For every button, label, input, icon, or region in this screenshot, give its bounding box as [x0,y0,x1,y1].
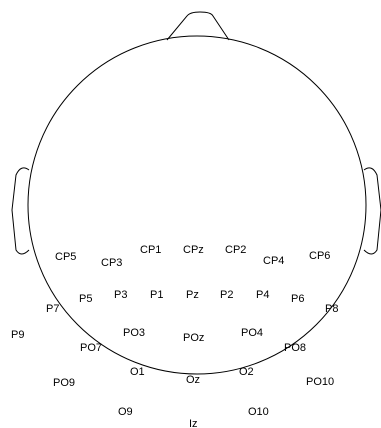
electrode-label: P8 [325,303,338,315]
electrode-label: P6 [291,293,304,305]
electrode-label: P9 [11,329,24,341]
electrode-label: CP4 [263,255,284,267]
right-ear [363,167,381,255]
electrode-labels: CP5 CP3 CP1 CPz CP2 CP4 CP6 P7 P5 P3 P1 … [11,244,338,428]
head-outline [11,11,381,375]
electrode-label: Pz [186,289,199,301]
left-ear [11,167,30,255]
electrode-label: POz [183,332,204,344]
electrode-label: P4 [256,289,269,301]
electrode-label: CP5 [55,251,76,263]
electrode-label: CP2 [225,244,246,256]
electrode-label: PO10 [306,376,334,388]
electrode-label: Iz [189,418,198,428]
electrode-label: PO7 [80,342,102,354]
electrode-label: PO8 [284,342,306,354]
electrode-label: CPz [183,244,204,256]
electrode-label: Oz [186,374,200,386]
electrode-label: P5 [79,293,92,305]
electrode-label: PO4 [241,327,263,339]
electrode-label: P7 [46,303,59,315]
electrode-label: CP3 [101,257,122,269]
electrode-label: O2 [239,366,254,378]
electrode-label: CP1 [140,244,161,256]
electrode-label: P2 [220,289,233,301]
scalp-circle [27,35,367,375]
electrode-label: PO3 [123,327,145,339]
nose [166,11,230,41]
electrode-label: O1 [130,366,145,378]
electrode-label: P1 [150,289,163,301]
electrode-label: O10 [248,406,269,418]
electrode-label: CP6 [309,250,330,262]
electrode-label: PO9 [53,377,75,389]
electrode-label: P3 [114,289,127,301]
electrode-label: O9 [118,406,133,418]
